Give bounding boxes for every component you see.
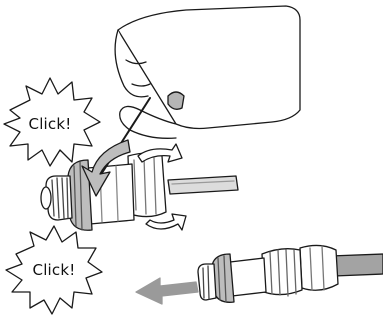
push-arrow-icon	[136, 278, 198, 304]
upper-connector	[41, 153, 238, 230]
burst-label-bottom: Click!	[33, 261, 76, 279]
lower-connector	[198, 245, 383, 302]
burst-label-top: Click!	[29, 115, 72, 133]
